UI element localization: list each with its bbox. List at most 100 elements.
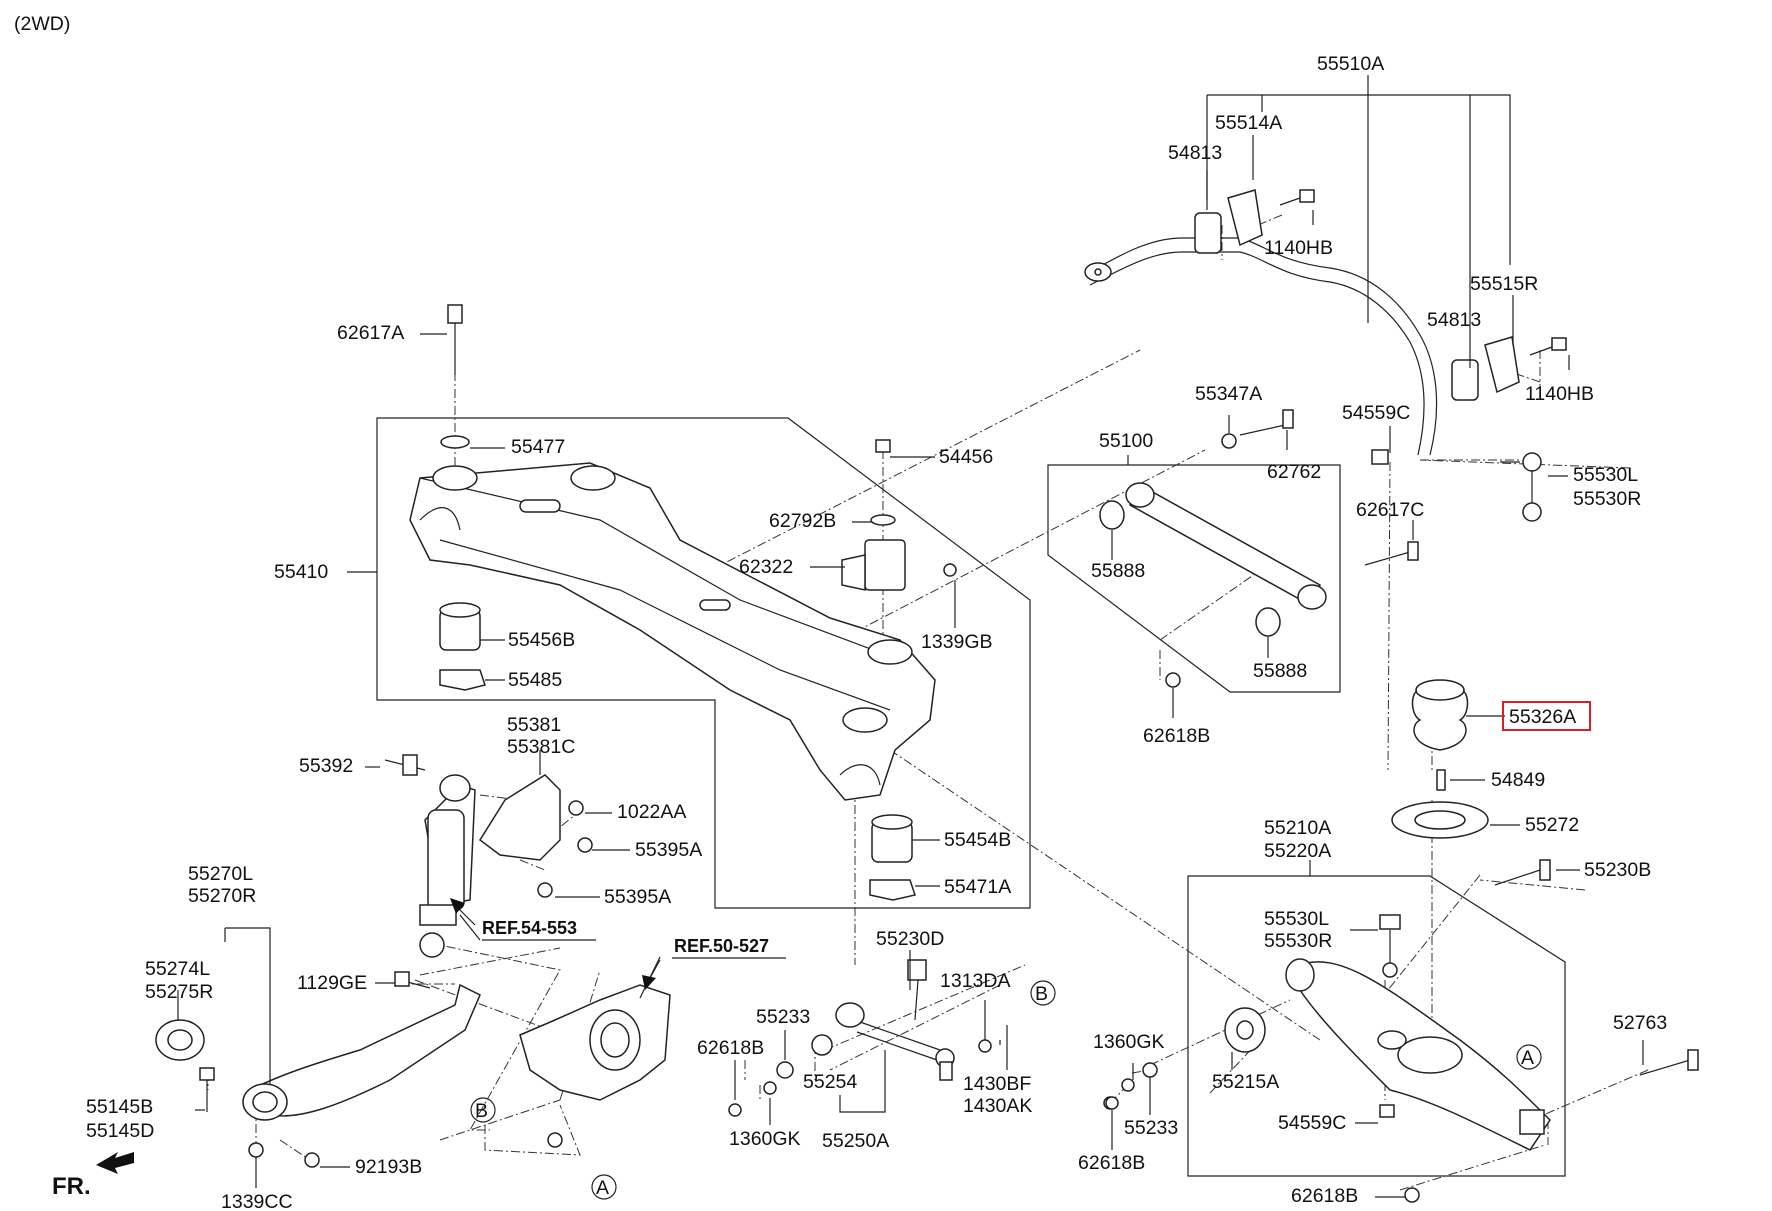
part-label: 52763 [1613, 1012, 1667, 1034]
part-label: 62618B [1291, 1185, 1358, 1207]
part-label: 55272 [1525, 814, 1579, 836]
callout-A-upper: A [1516, 1044, 1542, 1070]
stabilizer-bushing-left [1194, 189, 1315, 254]
part-label: 1140HB [1525, 383, 1594, 405]
crossmember-fasteners [440, 304, 957, 591]
part-label: 55477 [511, 436, 565, 458]
part-label: 55530L [1264, 908, 1329, 930]
crossmember [409, 462, 936, 801]
part-label: 55410 [274, 561, 328, 583]
part-label: 54849 [1491, 769, 1545, 791]
spring-pad [1391, 679, 1489, 839]
part-label: 55485 [508, 669, 562, 691]
variant-label: (2WD) [14, 13, 70, 35]
part-label: 54559C [1278, 1112, 1346, 1134]
part-label: 55220A [1264, 840, 1331, 862]
part-label: 55100 [1099, 430, 1153, 452]
stabilizer-bar [1084, 237, 1438, 456]
part-label: 1339GB [921, 631, 993, 653]
part-label: 62762 [1267, 461, 1321, 483]
part-label: 55510A [1317, 53, 1384, 75]
crossmember-group-box [376, 417, 1031, 909]
front-label: FR. [52, 1173, 91, 1200]
part-label: 55233 [1124, 1117, 1178, 1139]
part-label: 55471A [944, 876, 1011, 898]
part-label: 55210A [1264, 817, 1331, 839]
callout-B-lower: B [470, 1097, 496, 1123]
ref-label-50-527: REF.50-527 [674, 936, 769, 956]
stabilizer-bushing-right [1451, 336, 1567, 401]
callout-B-upper: B [1030, 980, 1056, 1006]
upper-arm [1099, 409, 1419, 688]
part-label: 54559C [1342, 402, 1410, 424]
leader-lines [177, 75, 1644, 1198]
part-label: 55530L [1573, 464, 1638, 486]
part-label: 1339CC [221, 1191, 293, 1211]
part-label: 54456 [939, 446, 993, 468]
part-label: 54813 [1168, 142, 1222, 164]
part-label: 55254 [803, 1071, 857, 1093]
front-arrow-icon [96, 1152, 134, 1174]
part-label: 55888 [1091, 560, 1145, 582]
part-label: 55326A [1509, 706, 1576, 728]
part-label: 55274L [145, 958, 210, 980]
part-label: 55381 [507, 714, 561, 736]
part-label: 55514A [1215, 112, 1282, 134]
part-label: 55270R [188, 885, 256, 907]
part-label: 55347A [1195, 383, 1262, 405]
callout-A-label: A [596, 1177, 609, 1199]
lower-arm-group-box [1187, 875, 1566, 1177]
callout-B-label: B [475, 1100, 488, 1122]
part-label: 55250A [822, 1130, 889, 1152]
highlight-box-55326A [1502, 701, 1591, 731]
part-label: 55888 [1253, 660, 1307, 682]
part-label: 55392 [299, 755, 353, 777]
part-label: 92193B [355, 1156, 422, 1178]
part-label: 55515R [1470, 273, 1538, 295]
part-label: 55270L [188, 863, 253, 885]
part-label: 1140HB [1264, 237, 1333, 259]
part-label: 55381C [507, 736, 575, 758]
part-label: 62618B [697, 1037, 764, 1059]
front-direction-marker: FR. [52, 1152, 134, 1200]
part-label: 55275R [145, 981, 213, 1003]
part-label: 62617C [1356, 499, 1424, 521]
trailing-arm-group-box [1047, 464, 1341, 693]
part-label: 62618B [1143, 725, 1210, 747]
part-label: 1129GE [297, 972, 367, 994]
part-label: 55230D [876, 928, 944, 950]
part-label: 1022AA [617, 801, 686, 823]
part-labels: 55510A 55514A 54813 1140HB 55515R 54813 … [86, 53, 1667, 1211]
lower-arm [1103, 859, 1699, 1203]
stabilizer-link [1371, 449, 1542, 522]
part-label: 55145D [86, 1120, 154, 1142]
trailing-arm [155, 971, 481, 1168]
part-label: 1360GK [1093, 1031, 1165, 1053]
part-label: 55530R [1573, 488, 1641, 510]
part-label: 62792B [769, 510, 836, 532]
callout-A-lower: A [591, 1174, 617, 1200]
part-label: 62322 [739, 556, 793, 578]
shock-absorber [384, 754, 593, 958]
part-label: 55395A [635, 839, 702, 861]
callout-B-label: B [1035, 983, 1048, 1005]
part-label: 55145B [86, 1096, 153, 1118]
callout-A-label: A [1521, 1047, 1534, 1069]
part-label: 55395A [604, 886, 671, 908]
part-label: 54813 [1427, 309, 1481, 331]
toe-link [728, 959, 1008, 1117]
part-label: 62617A [337, 322, 404, 344]
part-label: 1360GK [729, 1128, 801, 1150]
part-label: 1313DA [940, 970, 1010, 992]
part-label: 1430BF [963, 1073, 1031, 1095]
part-label: 1430AK [963, 1095, 1032, 1117]
part-label: 55215A [1212, 1071, 1279, 1093]
part-label: 55230B [1584, 859, 1651, 881]
lower-arm-hardware [1105, 1096, 1119, 1110]
ref-arrows [450, 898, 661, 990]
knuckle [519, 984, 671, 1148]
part-label: 62618B [1078, 1152, 1145, 1174]
crossmember-bushing-front [439, 602, 486, 691]
part-label: 55456B [508, 629, 575, 651]
